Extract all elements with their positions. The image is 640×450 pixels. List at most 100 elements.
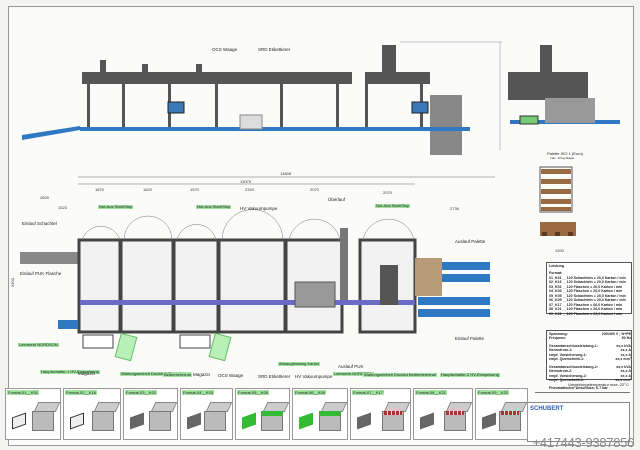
spec-cell: xx,x mm² xyxy=(615,357,631,362)
format-label: Format-04__K03 xyxy=(182,390,215,395)
label-glue-unit-1: Leimwerk NORDSON xyxy=(18,342,59,348)
product-icon xyxy=(12,412,26,430)
format-panel: Format-04__K03 xyxy=(180,388,233,440)
label-main-switch-2: Hauptschalter-2 HV-Einspeisung xyxy=(440,372,500,378)
spec-cell: xx,x A xyxy=(620,348,631,353)
dim-infeed-2: 2609 xyxy=(40,195,49,200)
dim-module-5: 2070 xyxy=(310,187,319,192)
spec-cell: xx,x kVA xyxy=(616,343,631,348)
product-icon xyxy=(482,412,496,430)
spec-cell: 230/400 V ; N+PE xyxy=(601,332,631,336)
dim-outfeed: 2739 xyxy=(450,206,459,211)
format-label: Format-02__K16 xyxy=(65,390,98,395)
elevation-label-ocs-waage: OCS Waage xyxy=(212,47,238,52)
spec-row: Gesamtanschlussleistung-1: xx,x kVA xyxy=(549,344,631,348)
label-operator-terminal-1: Bedienterminal xyxy=(163,372,192,378)
legend-format-entry: 09_K22 __120 Flaschen = 20,0 Karton / mi… xyxy=(549,311,623,316)
dim-module-6: 2070 xyxy=(383,190,392,195)
label-carton-extraction: Absaugleistung Karton xyxy=(278,361,321,367)
product-icon xyxy=(357,412,371,430)
spec-cell: Gesamtanschlussleistung-1: xyxy=(549,343,598,348)
product-icon xyxy=(242,412,256,430)
spec-cell: xx,x A xyxy=(620,352,631,357)
carton-icon xyxy=(319,411,341,431)
spec-cell: 50 Hz xyxy=(621,336,631,341)
product-icon xyxy=(187,412,201,430)
spec-row: empf. Vorsicherung-1: xx,x A xyxy=(549,353,631,357)
carton-icon xyxy=(204,411,226,431)
label-main-switch-1: Hauptschalter-1 HV-Einspeisung xyxy=(40,369,100,375)
product-icon xyxy=(299,412,313,430)
dim-infeed: 1523 xyxy=(58,205,67,210)
ambient-temperature: Umgebungstemperatur max. 22°C xyxy=(568,382,629,387)
format-panel: Format-06__K09 xyxy=(292,388,348,440)
spec-cell: xx,x A xyxy=(620,373,631,378)
format-panel: Format-01__K01 xyxy=(5,388,61,440)
label-glue-unit-2: Leimwerk NORDSON xyxy=(333,371,374,377)
spec-row: Nennstrom-1: xx,x A xyxy=(549,348,631,352)
legend-format-entry: 07_K17 __120 Flaschen = 06,0 Karton / mi… xyxy=(549,302,623,307)
pallet-dim: 1200 xyxy=(555,248,564,253)
label-magazine-2: Magazin xyxy=(193,372,211,377)
format-panel: Format-07__K17 xyxy=(350,388,411,440)
bottles-icon xyxy=(446,411,464,415)
legend-format-entry: 02_K16 __120 Schachteln = 20,0 Karton / … xyxy=(549,280,626,285)
format-panel: Format-09__K22 xyxy=(475,388,528,440)
legend-title: Leistung xyxy=(549,264,564,268)
spec-row: Frequenz: 50 Hz xyxy=(549,336,631,340)
format-label: Format-03__K02 xyxy=(125,390,158,395)
label-maintenance-unit-1: Wartungseinheit Druckluft Einspeisung xyxy=(120,371,191,377)
format-label: Format-01__K01 xyxy=(7,390,40,395)
spec-cell: xx,x mm² xyxy=(615,378,631,383)
carton-icon xyxy=(149,411,171,431)
product-icon xyxy=(420,412,434,430)
legend-format-heading: Format: xyxy=(549,271,563,275)
label-vacuum-pump: HV Vakuumpumpe xyxy=(240,206,278,211)
label-overflow: Überlauf xyxy=(328,197,346,202)
label-magazine-1: Magazin xyxy=(78,371,96,376)
spec-row: empf. Querschnitt-1:xx,x mm² xyxy=(549,357,631,361)
spec-cell: Pneumatischer Anschluss: 6-7 bar xyxy=(549,385,608,390)
carton-icon xyxy=(92,411,114,431)
label-operator-terminal-2: Bedienterminal xyxy=(408,372,437,378)
title-block: SCHUBERT xyxy=(527,402,630,442)
legend-format-entry: 06_K09 __120 Schachteln = 20,0 Karton / … xyxy=(549,298,626,303)
legend-format-entry: 03_K02 __120 Flaschen = 20,0 Karton / mi… xyxy=(549,284,623,289)
carton-icon xyxy=(32,411,54,431)
spec-row: Nennstrom-2:xx,x A xyxy=(549,369,631,373)
dim-width: 3300 xyxy=(9,278,15,287)
spec-cell: Gesamtanschlussleistung-2: xyxy=(549,364,598,369)
watermark: +417443-9387856 xyxy=(532,435,635,450)
dim-overall-length: 14808 xyxy=(280,171,292,176)
spec-cell: Frequenz: xyxy=(549,336,567,341)
temperature-scale xyxy=(535,392,630,393)
dim-module-3: 1570 xyxy=(190,187,199,192)
spec-cell: empf. Vorsicherung-1: xyxy=(549,352,587,357)
format-panel: Format-05__K05 xyxy=(235,388,290,440)
label-maintenance-unit-2: Wartungseinheit Druckluft Einspeisung xyxy=(363,372,434,378)
elevation-label-srd: SRD Etikettierer xyxy=(258,47,291,52)
spec-row: empf. Querschnitt-2:xx,x mm² xyxy=(549,378,631,382)
format-panel: Format-03__K02 xyxy=(123,388,178,440)
legend-format-entry: 04_K03 __120 Flaschen = 20,0 Karton / mi… xyxy=(549,289,623,294)
label-infeed-carton: Einlauf Schachtel xyxy=(22,221,57,226)
spec-row: Spannung:230/400 V ; N+PE xyxy=(549,332,631,336)
spec-cell: empf. Vorsicherung-2: xyxy=(549,373,587,378)
bottles-icon xyxy=(384,411,402,415)
dim-module-4: 2320 xyxy=(245,187,254,192)
elevation-view xyxy=(22,41,620,155)
pallet-title: Palette ISO 1 (Euro) xyxy=(547,151,584,156)
spec-row: empf. Vorsicherung-2: xx,x A xyxy=(549,374,631,378)
format-label: Format-05__K05 xyxy=(237,390,270,395)
legend-format-list: 01_K01 __120 Schachteln = 20,0 Karton / … xyxy=(549,276,626,316)
spec-cell: Nennstrom-2: xyxy=(549,369,573,374)
product-icon xyxy=(130,412,144,430)
product-icon xyxy=(70,412,84,430)
label-puk-outfeed: Auslauf PUK xyxy=(338,364,364,369)
spec-row: Gesamtanschlussleistung-2:xx,x kVA xyxy=(549,365,631,369)
label-ocs-scale: OCS Waage xyxy=(218,373,244,378)
dim-machine-length: 13070 xyxy=(240,179,252,184)
spec-cell: Nennstrom-1: xyxy=(549,348,573,353)
pallet-subtitle: max. 10 kg Stapel xyxy=(550,156,575,160)
